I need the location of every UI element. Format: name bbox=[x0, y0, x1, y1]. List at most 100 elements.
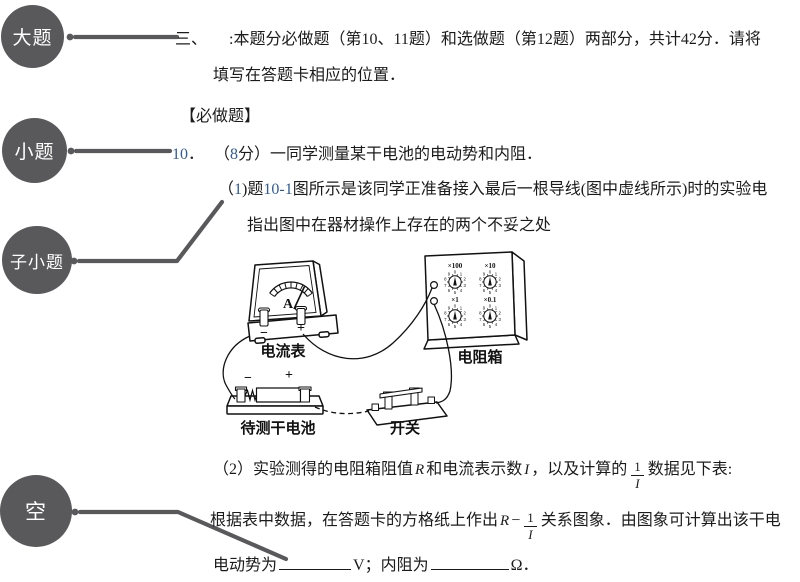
annotation-badge-major-question[interactable]: 大题 bbox=[1, 5, 64, 68]
ammeter-terminal-post bbox=[296, 307, 306, 326]
ammeter-unit-letter: A bbox=[283, 297, 294, 312]
svg-text:1: 1 bbox=[495, 271, 498, 276]
dial-multiplier-label: ×0.1 bbox=[484, 296, 497, 304]
ammeter-scale-ticks bbox=[269, 282, 313, 297]
svg-text:9: 9 bbox=[483, 271, 486, 276]
battery-diagram: − + bbox=[226, 368, 324, 415]
svg-text:8: 8 bbox=[444, 276, 447, 281]
resistance-box-terminal bbox=[430, 280, 439, 289]
svg-text:4: 4 bbox=[495, 288, 498, 293]
answer-blank[interactable] bbox=[430, 552, 509, 570]
svg-text:3: 3 bbox=[499, 317, 502, 322]
wire-ammeter-to-resistance-box bbox=[302, 287, 433, 360]
ammeter-plus-sign: + bbox=[297, 321, 305, 336]
annotation-badge-sub-sub-question[interactable]: 子小题 bbox=[2, 226, 72, 294]
answer-blank[interactable] bbox=[279, 552, 352, 570]
svg-text:6: 6 bbox=[483, 288, 486, 293]
ammeter-minus-sign: − bbox=[260, 326, 268, 341]
svg-text:2: 2 bbox=[464, 276, 467, 281]
question-10-part1-text: （1)题10-1图所示是该同学正准备接入最后一根导线(图中虚线所示)时的实验电 bbox=[218, 181, 768, 198]
svg-text:5: 5 bbox=[454, 324, 457, 329]
battery-terminal-block bbox=[299, 388, 311, 403]
resistance-box-label: 电阻箱 bbox=[457, 348, 502, 366]
ammeter-foot bbox=[254, 336, 266, 345]
svg-text:6: 6 bbox=[448, 288, 451, 293]
svg-text:4: 4 bbox=[460, 288, 463, 293]
switch-diagram bbox=[366, 387, 448, 426]
svg-text:0: 0 bbox=[454, 303, 457, 308]
battery-label: 待测干电池 bbox=[240, 419, 315, 437]
svg-text:3: 3 bbox=[464, 283, 467, 288]
svg-text:9: 9 bbox=[448, 305, 451, 310]
svg-text:8: 8 bbox=[479, 276, 482, 281]
svg-text:5: 5 bbox=[489, 324, 492, 329]
ammeter-terminal-post bbox=[259, 309, 269, 327]
dial-multiplier-label: ×1 bbox=[451, 296, 459, 304]
svg-text:7: 7 bbox=[444, 283, 447, 288]
dial-multiplier-label: ×10 bbox=[485, 262, 496, 270]
svg-text:9: 9 bbox=[448, 271, 451, 276]
battery-minus-sign: − bbox=[244, 371, 252, 386]
svg-text:1: 1 bbox=[460, 305, 463, 310]
svg-text:0: 0 bbox=[489, 303, 492, 308]
connector-dot bbox=[66, 33, 74, 41]
dial-multiplier-label: ×100 bbox=[448, 262, 463, 270]
svg-text:3: 3 bbox=[464, 317, 467, 322]
question-10-stem: 10．（8分）一同学测量某干电池的电动势和内阻． bbox=[172, 146, 543, 163]
svg-text:6: 6 bbox=[448, 322, 451, 327]
wire-dashed-battery-to-switch bbox=[314, 406, 370, 415]
section-header-line: 三、:本题分必做题（第10、11题）和选做题（第12题）两部分，共计42分．请将 bbox=[175, 31, 761, 48]
annotation-badge-blank[interactable]: 空 bbox=[0, 475, 72, 547]
switch-screw bbox=[427, 396, 435, 404]
svg-text:7: 7 bbox=[444, 317, 447, 322]
svg-text:0: 0 bbox=[489, 269, 492, 274]
battery-spring bbox=[244, 388, 258, 403]
required-questions-heading: 【必做题】 bbox=[180, 108, 261, 125]
ammeter-face-inner bbox=[253, 265, 317, 318]
svg-text:4: 4 bbox=[460, 322, 463, 327]
question-10-part1-text-2: 指出图中在器材操作上存在的两个不妥之处 bbox=[247, 217, 552, 234]
battery-plus-sign: + bbox=[285, 368, 293, 383]
svg-text:8: 8 bbox=[444, 310, 447, 315]
svg-text:1: 1 bbox=[495, 305, 498, 310]
svg-text:5: 5 bbox=[489, 290, 492, 295]
ammeter-foot bbox=[318, 330, 330, 339]
ammeter-label: 电流表 bbox=[260, 342, 306, 360]
switch-screw bbox=[371, 403, 379, 411]
svg-text:0: 0 bbox=[454, 269, 457, 274]
svg-text:1: 1 bbox=[460, 271, 463, 276]
wire-ammeter-to-battery bbox=[222, 335, 251, 400]
annotation-badge-sub-question[interactable]: 小题 bbox=[2, 118, 67, 183]
switch-label: 开关 bbox=[390, 419, 420, 437]
svg-text:7: 7 bbox=[479, 283, 482, 288]
switch-lever bbox=[379, 387, 423, 399]
circuit-wires bbox=[222, 287, 453, 415]
svg-text:3: 3 bbox=[499, 283, 502, 288]
svg-text:6: 6 bbox=[483, 322, 486, 327]
svg-text:4: 4 bbox=[495, 322, 498, 327]
svg-text:5: 5 bbox=[454, 290, 457, 295]
ammeter-scale-arc-inner bbox=[274, 287, 308, 297]
connector-dot bbox=[67, 147, 75, 155]
battery-terminal-block bbox=[236, 388, 246, 403]
connector-line-sub-sub-question bbox=[76, 199, 225, 264]
resistance-box-front bbox=[424, 251, 516, 341]
connector-dot bbox=[71, 508, 79, 516]
svg-text:2: 2 bbox=[464, 310, 467, 315]
battery-holder-front bbox=[226, 405, 324, 415]
wire-resistance-box-to-switch bbox=[433, 303, 453, 404]
ammeter-diagram: A − + bbox=[247, 260, 339, 345]
svg-text:2: 2 bbox=[499, 276, 502, 281]
ammeter-needle bbox=[293, 286, 306, 310]
